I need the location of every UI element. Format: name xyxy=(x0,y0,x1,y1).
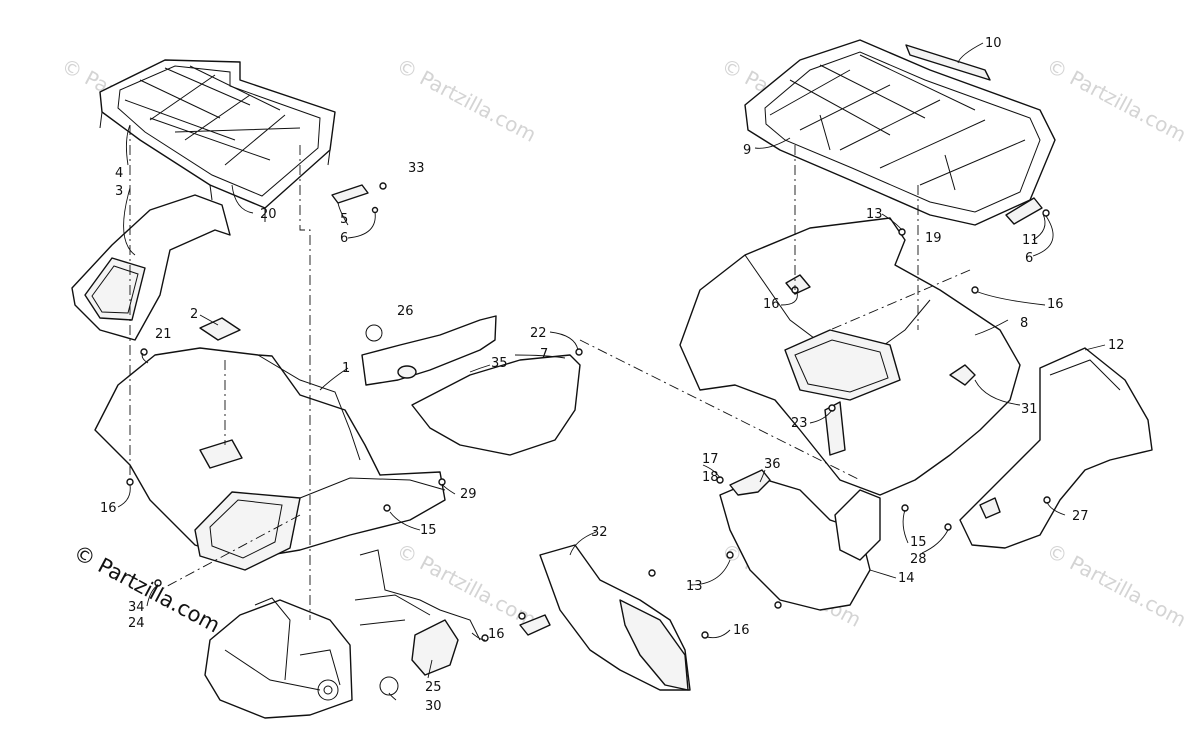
floor-panel xyxy=(719,469,881,611)
callout-24: 24 xyxy=(128,616,145,631)
callout-15: 15 xyxy=(420,523,437,538)
callout-25: 25 xyxy=(425,680,442,695)
callout-18: 18 xyxy=(702,470,719,485)
callout-32: 32 xyxy=(591,525,608,540)
callout-16: 16 xyxy=(100,501,117,516)
callout-13: 13 xyxy=(686,579,703,594)
rear-body xyxy=(679,217,1021,496)
callout-22: 22 xyxy=(530,326,547,341)
front-rack xyxy=(99,59,336,222)
callout-31: 31 xyxy=(1021,402,1038,417)
callout-23: 23 xyxy=(791,416,808,431)
callout-29: 29 xyxy=(460,487,477,502)
callout-17: 17 xyxy=(702,452,719,467)
watermark: © Partzilla.com xyxy=(1043,538,1191,632)
callout-11: 11 xyxy=(1022,233,1039,248)
alignment-lines xyxy=(129,125,971,620)
callout-6: 6 xyxy=(340,231,348,246)
callout-4: 4 xyxy=(115,166,123,181)
decal-2 xyxy=(199,317,241,341)
callout-35: 35 xyxy=(491,356,508,371)
side-shield-32 xyxy=(519,544,691,691)
callout-6: 6 xyxy=(1025,251,1033,266)
callout-8: 8 xyxy=(1020,316,1028,331)
callout-14: 14 xyxy=(898,571,915,586)
callout-20: 20 xyxy=(260,207,277,222)
callout-16: 16 xyxy=(1047,297,1064,312)
callouts: 1 2 3 4 5 6 7 8 9 10 11 6 12 13 13 14 15… xyxy=(100,36,1125,714)
callout-28: 28 xyxy=(910,552,927,567)
watermark: © Partzilla.com xyxy=(393,53,541,147)
watermark: © Partzilla.com xyxy=(393,538,541,632)
callout-27: 27 xyxy=(1072,509,1089,524)
callout-9: 9 xyxy=(743,143,751,158)
callout-34: 34 xyxy=(128,600,145,615)
callout-33: 33 xyxy=(408,161,425,176)
callout-7: 7 xyxy=(540,347,548,362)
fasteners xyxy=(126,228,1051,642)
callout-16: 16 xyxy=(488,627,505,642)
callout-10: 10 xyxy=(985,36,1002,51)
frame-bracket xyxy=(204,597,353,719)
side-panel-left xyxy=(361,315,583,456)
rear-rack xyxy=(744,39,1056,226)
callout-2: 2 xyxy=(190,307,198,322)
callout-13: 13 xyxy=(866,207,883,222)
callout-5: 5 xyxy=(340,212,348,227)
callout-21: 21 xyxy=(155,327,172,342)
callout-36: 36 xyxy=(764,457,781,472)
callout-16: 16 xyxy=(763,297,780,312)
leader-lines xyxy=(117,42,1106,701)
rack-bracket-5 xyxy=(331,182,387,214)
callout-3: 3 xyxy=(115,184,123,199)
callout-19: 19 xyxy=(925,231,942,246)
callout-15: 15 xyxy=(910,535,927,550)
watermark: © Partzilla.com xyxy=(1043,53,1191,147)
callout-26: 26 xyxy=(397,304,414,319)
callout-30: 30 xyxy=(425,699,442,714)
front-body-panel xyxy=(94,347,446,571)
rear-fender-right xyxy=(959,347,1153,549)
callout-16: 16 xyxy=(733,623,750,638)
callout-1: 1 xyxy=(342,361,350,376)
callout-12: 12 xyxy=(1108,338,1125,353)
center-stay xyxy=(354,549,481,696)
